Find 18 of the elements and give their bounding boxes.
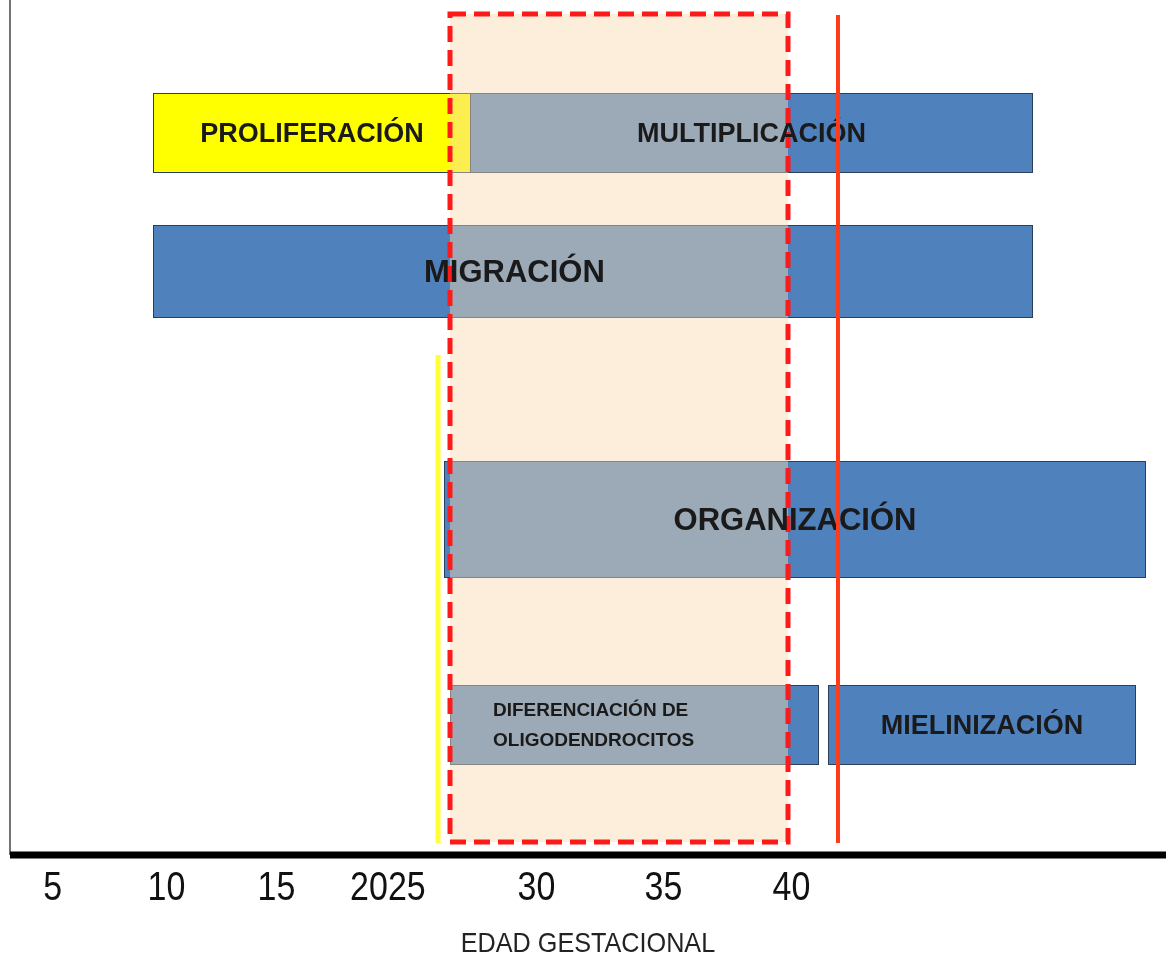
phase-label: MIGRACIÓN [424,253,605,290]
tick-label: 5 [43,864,63,909]
axis-title: EDAD GESTACIONAL [459,927,717,959]
timeline-bar [153,93,471,173]
timeline-bar [450,685,819,765]
tick-label: 10 [147,864,186,909]
tick-label: 30 [517,864,556,909]
phase-label: PROLIFERACIÓN [200,117,424,149]
tick-label: 35 [644,864,683,909]
phase-label: MIELINIZACIÓN [880,709,1084,741]
timeline-bar [153,225,1033,318]
phase-label: DIFERENCIACIÓN DE OLIGODENDROCITOS [493,697,696,752]
tick-label: 40 [772,864,811,909]
timeline-bar [444,461,1146,578]
tick-label: 15 [257,864,296,909]
timeline-bar [470,93,1033,173]
tick-label: 2025 [350,864,426,909]
timeline-bar [828,685,1136,765]
